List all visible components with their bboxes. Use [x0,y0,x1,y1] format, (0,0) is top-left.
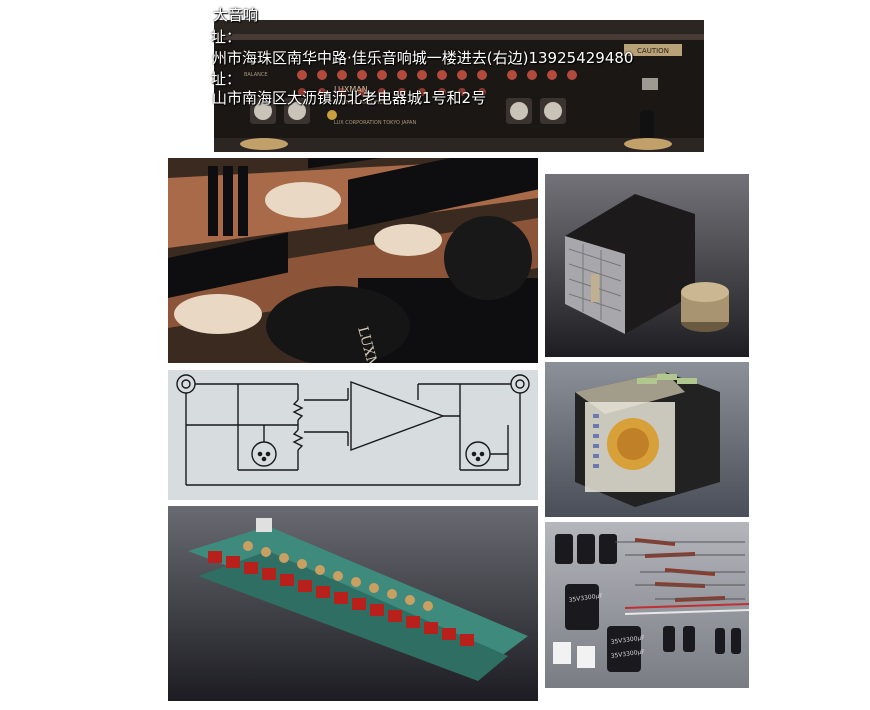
shielded-module-photo [545,362,749,517]
amplifier-interior-photo: LUXMAN [168,158,538,363]
overlay-line-2: 址： [211,28,242,46]
balanced-circuit-schematic [168,370,538,500]
rear-panel-illustration: CAUTION LUXMAN CONTROL AMPLIFIER LUX COR… [214,20,704,152]
overlay-line-3: 州市海珠区南华中路·佳乐音响城一楼进去(右边)13925429480 [212,49,634,67]
input-selector-board-photo [168,506,538,701]
brand-label: LUXMAN [334,85,368,94]
capacitor-label-c: 35V3300μF [610,648,645,660]
components-photo: 35V3300μF 35V3300μF 35V3300μF [545,522,749,688]
model-label: CONTROL AMPLIFIER [334,100,387,106]
overlay-line-4: 址： [211,70,242,88]
maker-label: LUX CORPORATION TOKYO JAPAN [334,120,416,126]
rca-jack-row [297,70,577,80]
overlay-line-1: 大音响 [213,6,259,24]
caution-label: CAUTION [637,47,669,55]
balance-label: BALANCE [244,72,268,78]
xlr-connectors [250,98,566,124]
overlay-line-5: 山市南海区大沥镇沥北老电器城1号和2号 [212,89,487,107]
rear-panel-photo: CAUTION LUXMAN CONTROL AMPLIFIER LUX COR… [214,20,704,152]
volume-block-photo [545,174,749,357]
capacitor-label-b: 35V3300μF [610,634,645,646]
capacitor-label-a: 35V3300μF [568,592,603,604]
